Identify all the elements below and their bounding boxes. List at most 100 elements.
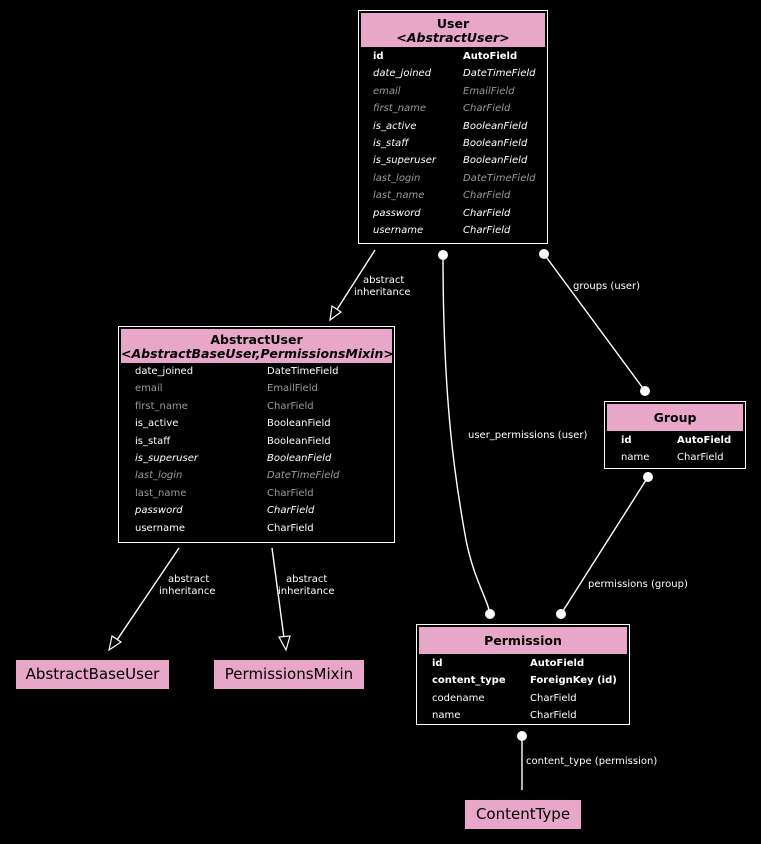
field-row: password CharField <box>119 502 394 519</box>
field-name: username <box>373 224 424 236</box>
field-row: last_name CharField <box>119 485 394 502</box>
field-name: is_active <box>373 120 417 132</box>
field-type: CharField <box>267 487 314 499</box>
field-name: last_login <box>373 172 421 184</box>
field-name: is_superuser <box>135 452 198 464</box>
model-group-name: Group <box>653 410 697 425</box>
model-permission-header: Permission <box>419 627 627 654</box>
field-type: CharField <box>463 190 511 202</box>
field-row: is_staff BooleanField <box>359 135 547 152</box>
field-type: EmailField <box>267 383 318 395</box>
model-content-type[interactable]: ContentType <box>465 800 581 829</box>
field-name: first_name <box>373 103 427 115</box>
field-name: name <box>432 710 461 722</box>
field-row: id AutoField <box>359 48 547 65</box>
field-type: AutoField <box>463 51 518 62</box>
field-name: name <box>621 452 650 464</box>
edge-label-groups: groups (user) <box>573 281 640 292</box>
field-row: first_name CharField <box>359 100 547 117</box>
edge-label-user-permissions: user_permissions (user) <box>468 430 588 441</box>
model-abstract-user-parents: <AbstractBaseUser,PermissionsMixin> <box>121 346 394 361</box>
edge-label-user-inherit-2: inheritance <box>354 287 411 298</box>
field-name: is_superuser <box>373 155 436 167</box>
field-name: last_login <box>135 470 183 482</box>
model-group-header: Group <box>607 404 743 431</box>
field-row: name CharField <box>417 707 629 724</box>
field-name: password <box>135 505 183 517</box>
field-type: CharField <box>530 710 577 722</box>
field-name: username <box>135 522 185 534</box>
field-type: DateTimeField <box>463 172 536 184</box>
field-type: CharField <box>677 452 724 464</box>
field-row: last_login DateTimeField <box>119 467 394 484</box>
field-type: BooleanField <box>267 435 331 447</box>
field-type: DateTimeField <box>463 68 536 80</box>
edge-user-permissions-end-permission <box>485 609 495 619</box>
field-row: username CharField <box>119 520 394 537</box>
field-name: is_staff <box>373 137 409 149</box>
model-permissions-mixin[interactable]: PermissionsMixin <box>214 660 364 689</box>
field-type: BooleanField <box>463 155 528 167</box>
field-type: BooleanField <box>267 418 331 430</box>
field-row: name CharField <box>605 449 745 466</box>
field-name: email <box>373 85 401 97</box>
inheritance-edge-base-user <box>116 547 180 641</box>
field-type: BooleanField <box>463 120 528 132</box>
field-name: id <box>373 51 384 62</box>
model-abstract-user[interactable]: AbstractUser <AbstractBaseUser,Permissio… <box>118 326 395 543</box>
field-row: last_name CharField <box>359 187 547 204</box>
edge-groups-end-user <box>539 249 549 259</box>
model-permission-name: Permission <box>484 633 562 648</box>
edge-label-user-inherit-1: abstract <box>363 275 404 286</box>
model-abstract-base-user[interactable]: AbstractBaseUser <box>16 660 169 689</box>
field-type: CharField <box>530 692 577 704</box>
field-name: date_joined <box>135 366 194 377</box>
field-row: is_active BooleanField <box>359 118 547 135</box>
model-user-parents: <AbstractUser> <box>396 30 510 45</box>
inheritance-arrowhead-user <box>329 304 343 322</box>
field-name: is_staff <box>135 435 171 447</box>
field-type: CharField <box>463 224 511 236</box>
field-type: CharField <box>463 103 511 115</box>
field-name: first_name <box>135 400 188 412</box>
field-type: BooleanField <box>267 452 332 464</box>
field-row: first_name CharField <box>119 398 394 415</box>
inheritance-arrowhead-base-user <box>108 635 123 652</box>
edge-permissions <box>560 476 649 615</box>
edge-groups <box>543 253 646 392</box>
field-name: email <box>135 383 163 395</box>
edge-label-mixin-inherit-1: abstract <box>286 574 327 585</box>
edge-label-permissions: permissions (group) <box>588 579 688 590</box>
edge-label-base-inherit-2: inheritance <box>159 586 216 597</box>
field-row: username CharField <box>359 222 547 239</box>
field-name: last_name <box>135 487 187 499</box>
edge-user-permissions <box>442 254 491 615</box>
field-type: BooleanField <box>463 137 528 149</box>
field-name: last_name <box>373 190 425 202</box>
field-row: email EmailField <box>119 380 394 397</box>
field-type: CharField <box>267 505 315 517</box>
field-type: CharField <box>267 400 314 412</box>
model-user-header: User <AbstractUser> <box>361 13 545 47</box>
inheritance-edge-mixin <box>271 547 285 639</box>
model-abstract-user-name: AbstractUser <box>210 332 303 347</box>
edge-label-mixin-inherit-2: inheritance <box>278 586 335 597</box>
edge-groups-end-group <box>640 386 650 396</box>
field-type: DateTimeField <box>267 470 340 482</box>
field-type: CharField <box>267 522 314 534</box>
field-type: AutoField <box>530 658 585 669</box>
field-name: id <box>621 435 632 446</box>
